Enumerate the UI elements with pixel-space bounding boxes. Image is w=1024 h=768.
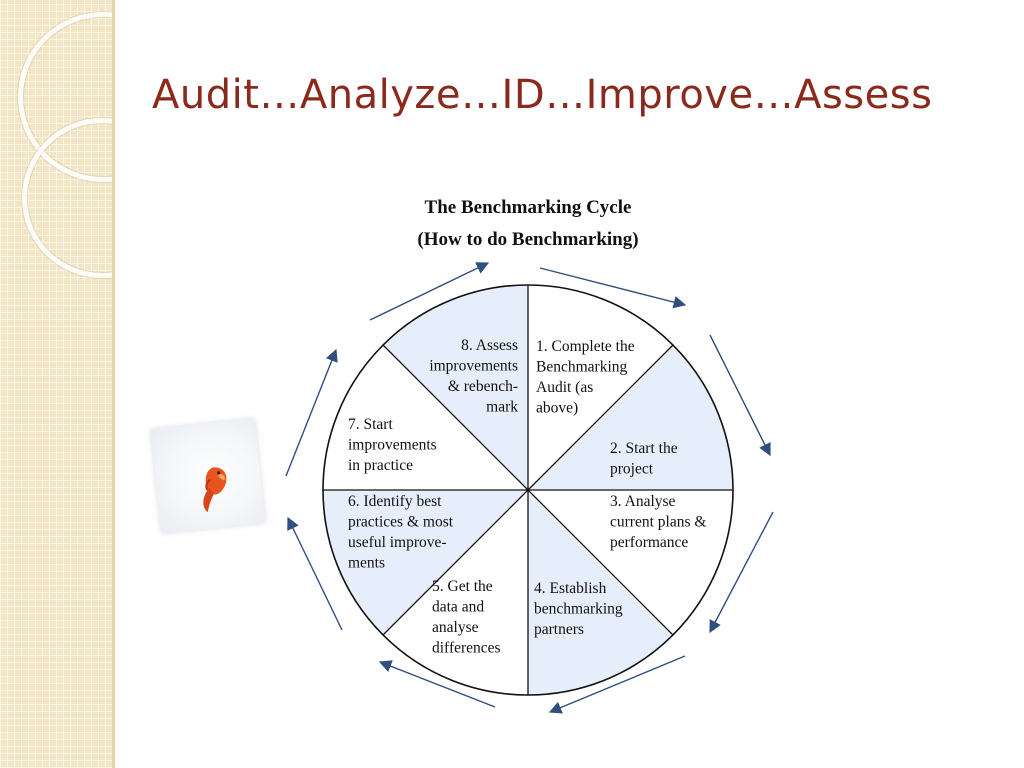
segment-label-line: 2. Start the (610, 440, 678, 457)
segment-label-line: mark (486, 399, 518, 416)
cycle-segment-7 (322, 345, 528, 490)
cycle-segment-4 (528, 490, 673, 696)
segment-label-line: ments (348, 555, 385, 572)
diagram-title-line1: The Benchmarking Cycle (425, 197, 632, 218)
segment-label-line: project (610, 461, 654, 478)
cycle-arrow (285, 348, 338, 477)
segment-divider (382, 344, 529, 491)
benchmarking-cycle-diagram: The Benchmarking Cycle (How to do Benchm… (270, 180, 790, 730)
segment-label-line: data and (432, 599, 484, 616)
cycle-arrow (378, 660, 496, 708)
segment-label-2: 2. Start the project (610, 440, 678, 478)
segment-label-8: 8. Assess improvements & rebench-mark (429, 337, 518, 416)
segment-label-line: 1. Complete the (536, 338, 635, 355)
segment-label-line: partners (534, 621, 584, 638)
cycle-segment-2 (528, 345, 733, 490)
cycle-segment-5 (383, 490, 528, 696)
cycle-arrow (709, 511, 774, 634)
segment-label-3: 3. Analyse current plans & performance (610, 493, 706, 551)
cycle-arrow (548, 655, 686, 714)
cycle-arrows (285, 262, 774, 714)
segment-label-5: 5. Get the data and analyse differences (432, 578, 501, 657)
segment-divider (527, 344, 674, 491)
cycle-arrow (709, 334, 771, 457)
cycle-segment-3 (528, 490, 733, 635)
cycle-segment-1 (528, 285, 673, 490)
segment-label-line: 7. Start (348, 416, 393, 433)
segment-label-6: 6. Identify best practices & most useful i… (348, 493, 454, 572)
segment-label-line: 5. Get the (432, 578, 493, 595)
segment-label-line: Audit (as (536, 379, 593, 396)
cycle-arrow (539, 267, 687, 309)
segment-divider (527, 489, 674, 636)
segment-divider (382, 489, 529, 636)
slide-title: Audit…Analyze…ID…Improve…Assess (152, 72, 933, 118)
segment-label-4: 4. Establish benchmarking partners (534, 580, 623, 638)
decorative-side-panel (0, 0, 115, 768)
segment-label-line: improvements (348, 437, 437, 454)
diagram-title-line2: (How to do Benchmarking) (417, 229, 638, 250)
segment-label-line: 8. Assess (461, 337, 518, 354)
segment-label-7: 7. Start improvements in practice (348, 416, 437, 474)
goldfish-image (150, 418, 266, 534)
segment-label-line: 6. Identify best (348, 493, 442, 510)
segment-label-line: & rebench- (448, 378, 518, 395)
segment-label-line: practices & most (348, 514, 454, 531)
cycle-outline (322, 284, 734, 696)
segment-label-line: 3. Analyse (610, 493, 676, 510)
cycle-segment-6 (323, 490, 528, 635)
segment-label-line: performance (610, 534, 688, 551)
segment-label-line: Benchmarking (536, 359, 628, 376)
cycle-segment-8 (383, 285, 528, 490)
segment-label-line: current plans & (610, 514, 706, 531)
segment-label-line: 4. Establish (534, 580, 607, 597)
cycle-arrow (287, 516, 343, 631)
segment-label-line: differences (432, 640, 501, 657)
segment-label-line: improvements (429, 358, 518, 375)
segment-label-line: benchmarking (534, 601, 623, 618)
cycle-arrow (369, 262, 490, 321)
segment-label-line: above) (536, 400, 578, 417)
segment-label-line: in practice (348, 457, 413, 474)
segment-label-line: analyse (432, 619, 479, 636)
segment-label-line: useful improve- (348, 534, 447, 551)
